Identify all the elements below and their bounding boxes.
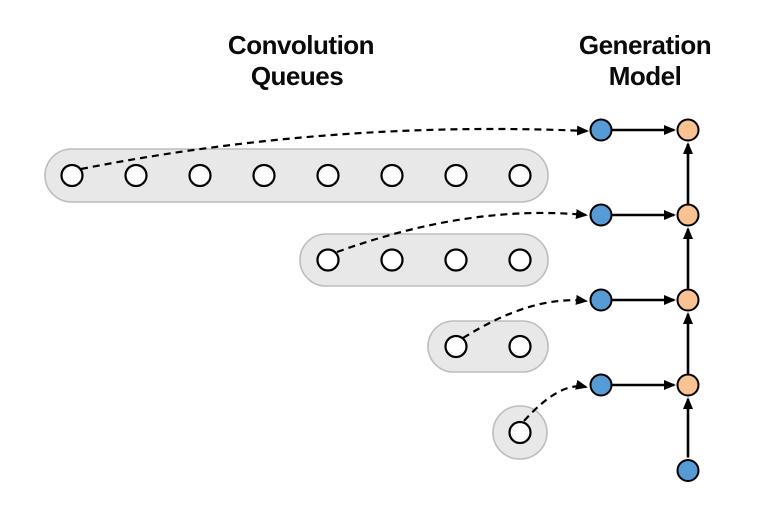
hidden-node xyxy=(589,288,613,312)
queue-slot xyxy=(316,163,340,188)
queue-slot xyxy=(508,248,532,272)
queue-row-3-slots xyxy=(444,334,532,359)
queue-slot xyxy=(316,248,340,272)
queue-slot xyxy=(444,334,468,359)
queue-slot xyxy=(444,163,468,188)
queue-pill-1 xyxy=(44,148,549,203)
hidden-node xyxy=(589,118,613,142)
input-node xyxy=(676,459,700,482)
queue-slot xyxy=(188,163,212,188)
queue-slot xyxy=(508,163,532,188)
convolution-queues-title-line1: Convolution xyxy=(228,30,374,60)
dashed-links xyxy=(80,125,589,422)
dashed-arrow-queue3 xyxy=(462,294,588,339)
queue-row-4-slots xyxy=(508,420,532,445)
queue-slot xyxy=(508,334,532,359)
queue-slot xyxy=(380,163,404,188)
generation-model-title-line2: Model xyxy=(609,61,682,91)
output-node xyxy=(676,373,700,397)
queue-row-1-slots xyxy=(60,163,532,188)
convolution-queues-title-line2: Queues xyxy=(251,61,343,91)
output-node xyxy=(676,288,700,312)
queue-slot xyxy=(380,248,404,272)
output-node xyxy=(676,203,700,227)
queue-pill-3 xyxy=(427,320,549,373)
queue-slot xyxy=(252,163,276,188)
queue-row-2-slots xyxy=(316,248,532,272)
dashed-arrow-queue1 xyxy=(80,125,589,171)
queue-slot xyxy=(60,163,84,188)
output-node xyxy=(676,118,700,142)
queue-slot xyxy=(444,248,468,272)
generation-nodes xyxy=(589,118,700,482)
queue-pill-2 xyxy=(299,233,549,287)
generation-arrows xyxy=(612,125,693,458)
hidden-node xyxy=(589,203,613,227)
generation-model-title-line1: Generation xyxy=(579,30,711,60)
queue-slot xyxy=(508,420,532,445)
dashed-arrow-queue2 xyxy=(336,209,588,254)
queue-slot xyxy=(124,163,148,188)
hidden-node xyxy=(589,373,613,397)
